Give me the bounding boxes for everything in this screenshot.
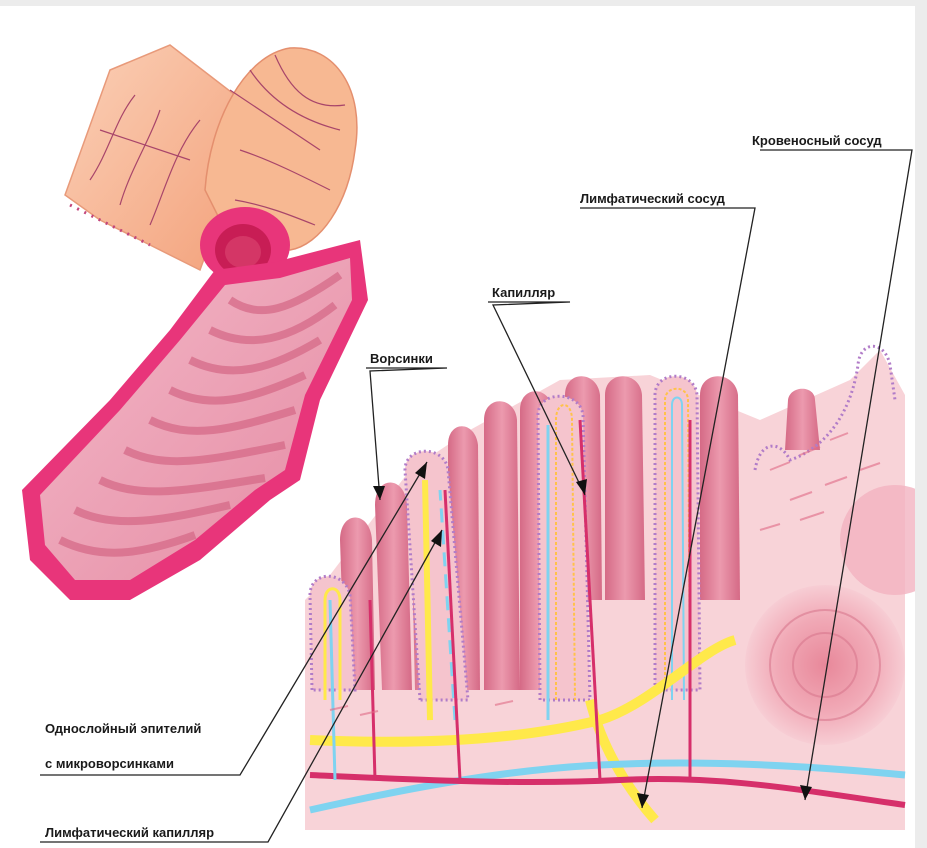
label-epithelium-line1: Однослойный эпителий — [45, 721, 201, 736]
intestine-section-illustration — [22, 45, 368, 600]
frame-top-border — [0, 0, 927, 6]
label-lymph-vessel: Лимфатический сосуд — [580, 191, 726, 206]
frame-right-border — [915, 0, 927, 848]
villus — [484, 401, 520, 690]
label-blood-vessel: Кровеносный сосуд — [752, 133, 882, 148]
villus — [700, 376, 740, 600]
label-epithelium-line2: с микроворсинками — [45, 756, 174, 771]
villus — [605, 376, 645, 600]
villi-cross-section — [305, 346, 927, 830]
label-villi: Ворсинки — [370, 351, 433, 366]
label-capillary: Капилляр — [492, 285, 555, 300]
label-lymph-capillary: Лимфатический капилляр — [45, 825, 214, 840]
villus — [785, 389, 820, 450]
